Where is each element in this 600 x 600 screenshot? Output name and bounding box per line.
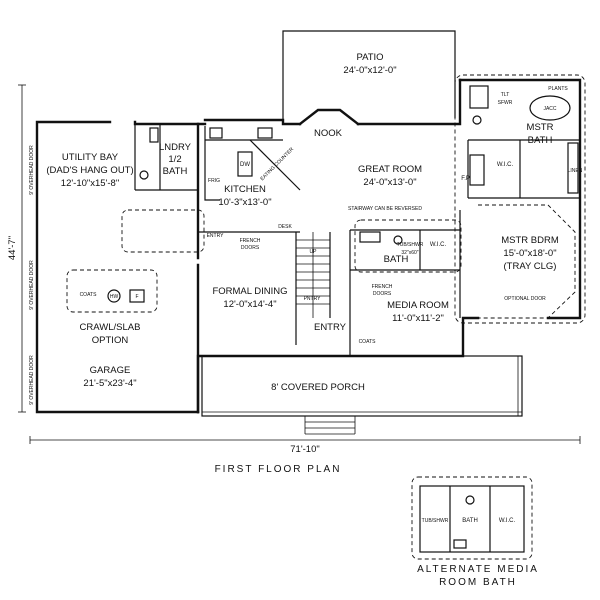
entry-coats-label: COATS: [359, 339, 377, 345]
bath-label: BATH: [384, 254, 409, 265]
nook-label: NOOK: [314, 128, 343, 139]
utility-bay-label: UTILITY BAY: [62, 152, 119, 163]
great-room-size: 24'-0"x13'-0": [363, 177, 416, 188]
tub-shower-label: TUB/SHWR: [397, 242, 424, 248]
jacuzzi-label: JACC: [543, 106, 556, 112]
water-heater-label: HW: [110, 294, 119, 300]
dining-doors-label: DOORS: [241, 245, 260, 251]
covered-porch: [201, 355, 523, 435]
half-bath-label-2: BATH: [163, 166, 188, 177]
exterior-walls: [35, 30, 582, 414]
width-dimension: 71'-10": [290, 444, 319, 455]
overhead-door-3: 9' OVERHEAD DOOR: [29, 355, 35, 405]
garage-label: GARAGE: [90, 365, 131, 376]
mstr-bath-label-2: BATH: [528, 135, 553, 146]
mstr-bath-label: MSTR: [527, 122, 554, 133]
patio-size: 24'-0"x12'-0": [343, 65, 396, 76]
utility-bay-note: (DAD'S HANG OUT): [46, 165, 133, 176]
interior-walls: [134, 124, 580, 356]
alternate-title-2: ROOM BATH: [439, 577, 517, 588]
linen-label: LINEN: [568, 168, 583, 174]
fixture-labels: W.I.C. W.I.C. F.P. DW FRIG DESK PNTRY CO…: [80, 86, 583, 345]
stair-up-label: UP: [310, 249, 318, 255]
patio-label: PATIO: [356, 52, 383, 63]
laundry-label: LNDRY: [159, 142, 192, 153]
dining-french-label: FRENCH: [240, 238, 261, 244]
alternate-bath-inset: [419, 485, 525, 553]
furnace-label: F: [135, 294, 138, 300]
media-room-label: MEDIA ROOM: [387, 300, 449, 311]
garage-coats-label: COATS: [80, 292, 98, 298]
dashed-outlines: [66, 74, 586, 560]
overhead-door-2: 9' OVERHEAD DOOR: [29, 260, 35, 310]
mstr-bdrm-label: MSTR BDRM: [501, 235, 559, 246]
crawl-label: CRAWL/SLAB: [80, 322, 141, 333]
kitchen-size: 10'-3"x13'-0": [218, 197, 271, 208]
alt-wic-label: W.I.C.: [499, 518, 516, 524]
porch-label: 8' COVERED PORCH: [271, 382, 365, 393]
half-bath-label: 1/2: [168, 154, 181, 165]
stairway-note: STAIRWAY CAN BE REVERSED: [348, 206, 422, 212]
utility-bay-size: 12'-10"x15'-8": [61, 178, 119, 189]
media-french-label: FRENCH: [372, 284, 393, 290]
alt-bath-label: BATH: [462, 518, 478, 524]
entry-label: ENTRY: [314, 322, 347, 333]
room-labels: PATIO 24'-0"x12'-0" NOOK GREAT ROOM 24'-…: [46, 52, 559, 393]
pantry-label: PNTRY: [304, 296, 322, 302]
fireplace-label: F.P.: [461, 176, 471, 182]
dimension-lines: [18, 84, 581, 444]
crawl-label-2: OPTION: [92, 335, 129, 346]
stairs: [296, 232, 330, 318]
kitchen-label: KITCHEN: [224, 184, 266, 195]
plants-label: PLANTS: [548, 86, 568, 92]
alt-tub-label: TUB/SHWR: [422, 518, 449, 524]
formal-dining-size: 12'-0"x14'-4": [223, 299, 276, 310]
kitchen-counters: [204, 126, 301, 201]
master-wic-label: W.I.C.: [497, 162, 514, 168]
overhead-door-1: 9' OVERHEAD DOOR: [29, 145, 35, 195]
media-wic-label: W.I.C.: [430, 242, 447, 248]
first-floor-title: FIRST FLOOR PLAN: [215, 464, 342, 475]
eating-counter-note: EATING COUNTER: [259, 146, 295, 182]
great-room-label: GREAT ROOM: [358, 164, 422, 175]
shower-size-label: 32"x60": [401, 250, 418, 256]
side-entry-label: ENTRY: [207, 233, 225, 239]
mstr-bdrm-note: (TRAY CLG): [504, 261, 557, 272]
toilet-label: TLT: [501, 92, 510, 98]
media-doors-label: DOORS: [373, 291, 392, 297]
mechanical: [107, 289, 145, 303]
shower-label: SFWR: [498, 100, 513, 106]
media-room-size: 11'-0"x11'-2": [392, 313, 444, 324]
mstr-bdrm-size: 15'-0"x18'-0": [503, 248, 556, 259]
alternate-title-1: ALTERNATE MEDIA: [417, 564, 539, 575]
optional-door-note: OPTIONAL DOOR: [504, 296, 546, 302]
bath-fixtures: [139, 85, 579, 245]
garage-size: 21'-5"x23'-4": [83, 378, 136, 389]
depth-dimension: 44'-7": [7, 236, 18, 260]
formal-dining-label: FORMAL DINING: [212, 286, 287, 297]
fridge-label: FRIG: [208, 178, 220, 184]
desk-label: DESK: [278, 224, 292, 230]
dishwasher-label: DW: [240, 162, 250, 168]
